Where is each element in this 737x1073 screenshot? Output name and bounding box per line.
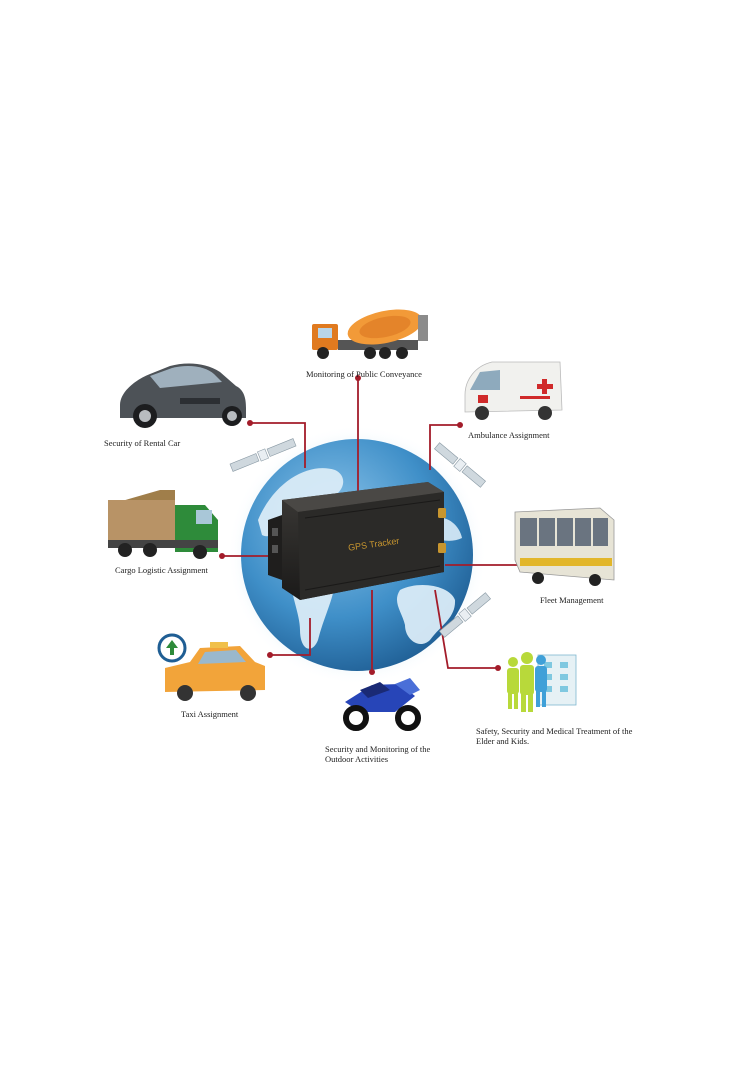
connector-ambulance [429, 424, 460, 470]
label-taxi: Taxi Assignment [181, 709, 239, 719]
label-ambulance: Ambulance Assignment [468, 430, 550, 440]
ambulance-icon [464, 361, 563, 420]
taxi-icon [157, 633, 265, 701]
label-elder-kids: Safety, Security and Medical Treatment o… [476, 726, 633, 746]
people-hospital-icon [507, 652, 577, 712]
connector-taxi [270, 618, 311, 656]
cargo-truck-icon [108, 490, 218, 559]
gps-tracker-device: GPS Tracker [268, 482, 446, 600]
label-public-conveyance: Monitoring of Public Conveyance [306, 369, 422, 379]
label-outdoor: Security and Monitoring of the Outdoor A… [325, 744, 431, 764]
motorcycle-icon [343, 678, 421, 731]
mixer-truck-icon [312, 309, 428, 359]
label-fleet: Fleet Management [540, 595, 604, 605]
connector-elder-kids [434, 589, 498, 669]
bus-icon [514, 507, 615, 586]
label-cargo: Cargo Logistic Assignment [115, 565, 208, 575]
label-rental-car: Security of Rental Car [104, 438, 181, 448]
connector-rental-car [250, 422, 306, 468]
satellite-icon [229, 438, 491, 638]
sedan-car-icon [120, 363, 246, 428]
